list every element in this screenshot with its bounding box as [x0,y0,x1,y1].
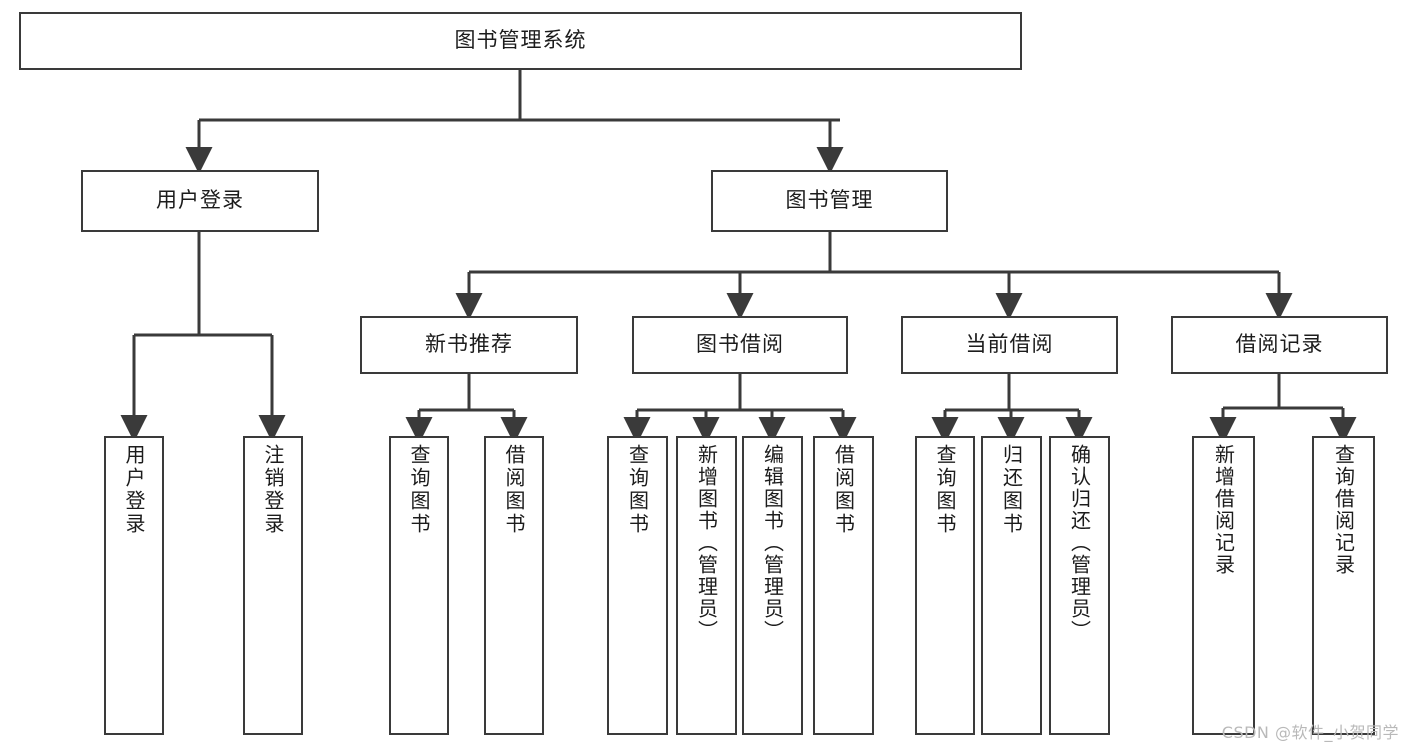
leaf-borrow-book[interactable]: 借阅图书 [813,436,874,735]
leaf-user-login[interactable]: 用户登录 [104,436,164,735]
leaf-query-book-current[interactable]: 查询图书 [915,436,975,735]
node-user-login[interactable]: 用户登录 [81,170,319,232]
node-current-borrow[interactable]: 当前借阅 [901,316,1118,374]
node-label: 借阅图书 [831,444,856,536]
leaf-query-book-recommend[interactable]: 查询图书 [389,436,449,735]
node-label: 查询图书 [933,444,957,536]
node-label: 编辑图书（管理员） [760,444,785,642]
leaf-add-borrow-record[interactable]: 新增借阅记录 [1192,436,1255,735]
node-new-book-recommend[interactable]: 新书推荐 [360,316,578,374]
leaf-edit-book-admin[interactable]: 编辑图书（管理员） [742,436,803,735]
node-root-system[interactable]: 图书管理系统 [19,12,1022,70]
node-label: 新书推荐 [425,332,513,357]
node-label: 用户登录 [156,188,244,213]
leaf-query-borrow-record[interactable]: 查询借阅记录 [1312,436,1375,735]
node-label: 确认归还（管理员） [1067,444,1092,642]
node-label: 注销登录 [261,444,285,536]
node-book-borrow[interactable]: 图书借阅 [632,316,848,374]
node-label: 图书管理系统 [454,28,587,53]
leaf-user-logout[interactable]: 注销登录 [243,436,303,735]
node-label: 借阅记录 [1235,332,1324,357]
node-label: 图书借阅 [696,332,784,357]
node-label: 查询图书 [407,444,431,536]
node-label: 新增图书（管理员） [694,444,719,642]
leaf-return-book[interactable]: 归还图书 [981,436,1042,735]
node-label: 用户登录 [122,444,146,536]
leaf-borrow-book-recommend[interactable]: 借阅图书 [484,436,544,735]
node-label: 当前借阅 [965,332,1054,357]
node-book-management[interactable]: 图书管理 [711,170,948,232]
csdn-watermark: CSDN @软件_小贺同学 [1221,723,1399,742]
node-borrow-record[interactable]: 借阅记录 [1171,316,1388,374]
node-label: 查询图书 [625,444,650,536]
leaf-add-book-admin[interactable]: 新增图书（管理员） [676,436,737,735]
node-label: 新增借阅记录 [1211,444,1236,576]
leaf-query-book-borrow[interactable]: 查询图书 [607,436,668,735]
node-label: 查询借阅记录 [1331,444,1356,576]
leaf-confirm-return-admin[interactable]: 确认归还（管理员） [1049,436,1110,735]
node-label: 归还图书 [999,444,1024,536]
node-label: 借阅图书 [502,444,526,536]
node-label: 图书管理 [785,188,874,213]
